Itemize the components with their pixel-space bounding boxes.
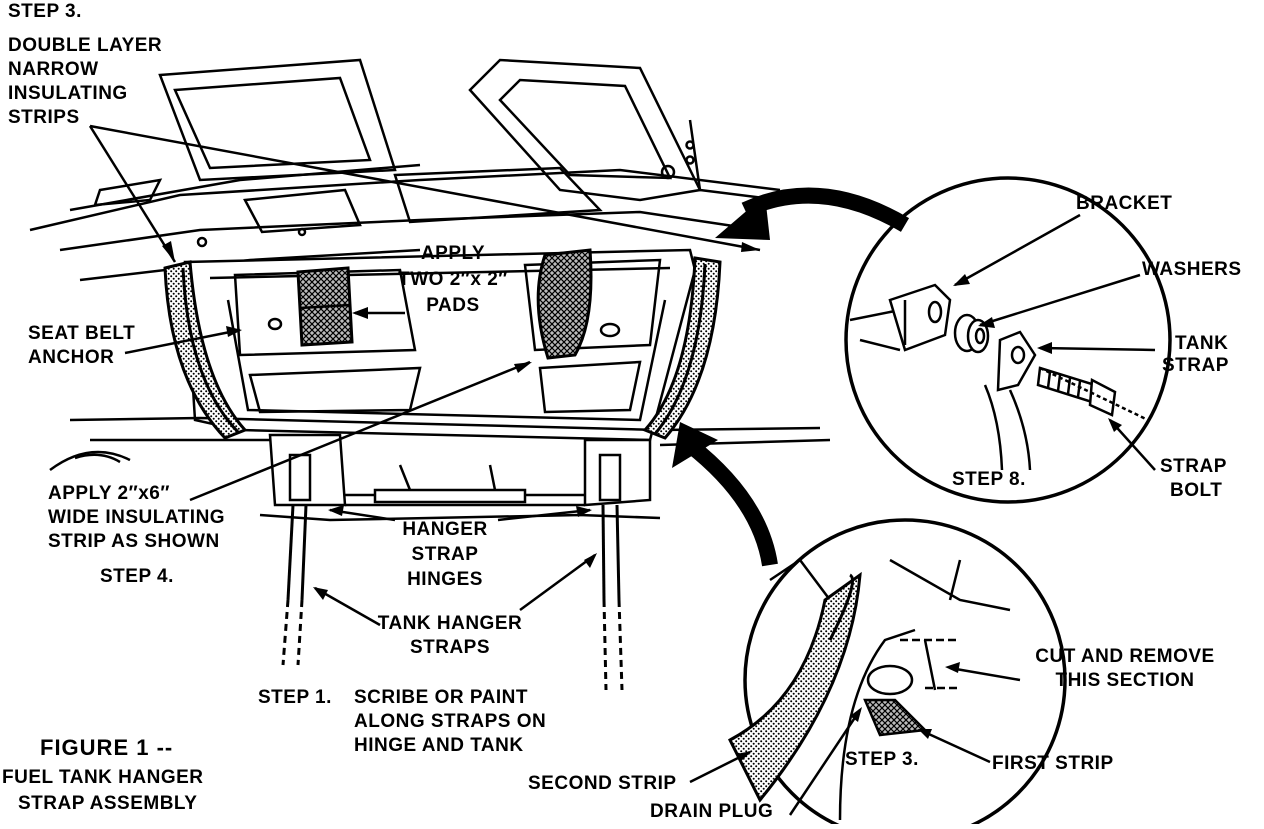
label-hanger-2: STRAP: [411, 544, 479, 565]
curved-arrow-to-step3: [672, 422, 778, 567]
label-double-layer-2: NARROW: [8, 59, 99, 80]
label-washers: WASHERS: [1142, 259, 1242, 280]
label-bracket: BRACKET: [1076, 193, 1173, 214]
hanger-strap-hinges: [259, 433, 661, 522]
curved-arrow-to-step8: [715, 187, 910, 240]
label-apply-strip-1: APPLY 2″x6″: [48, 483, 170, 504]
figure-title: FIGURE 1 --: [40, 735, 174, 760]
label-apply-pads-2: TWO 2″x 2″: [398, 269, 508, 290]
insulating-pad-left: [296, 266, 354, 347]
label-double-layer-4: STRIPS: [8, 107, 80, 128]
label-strap-bolt-1: STRAP: [1160, 456, 1227, 477]
label-scribe-2: ALONG STRAPS ON: [354, 711, 547, 732]
label-second-strip: SECOND STRIP: [528, 773, 677, 794]
label-step8: STEP 8.: [952, 469, 1026, 490]
label-hanger-1: HANGER: [402, 519, 488, 540]
leader-lines: [88, 124, 1156, 816]
label-scribe-3: HINGE AND TANK: [354, 735, 524, 756]
label-tank-strap-2: STRAP: [1162, 355, 1229, 376]
label-cut-1: CUT AND REMOVE: [1035, 646, 1215, 667]
label-step4: STEP 4.: [100, 566, 174, 587]
label-seat-belt-2: ANCHOR: [28, 347, 115, 368]
label-step3-detail: STEP 3.: [845, 749, 919, 770]
label-drain-plug: DRAIN PLUG: [650, 801, 774, 822]
label-hanger-3: HINGES: [407, 569, 483, 590]
detail-circle-step3: [728, 518, 1067, 829]
label-apply-strip-3: STRIP AS SHOWN: [48, 531, 220, 552]
label-tank-hanger-2: STRAPS: [409, 637, 491, 658]
label-seat-belt-1: SEAT BELT: [28, 323, 136, 344]
insulating-pad-center: [536, 248, 593, 360]
detail-circle-step8: [844, 176, 1172, 504]
double-layer-insulating-strip-right: [642, 256, 722, 440]
label-tank-hanger-1: TANK HANGER: [377, 613, 523, 634]
vehicle-body-structure: [29, 58, 781, 282]
double-layer-insulating-strip-left: [163, 260, 248, 440]
label-first-strip: FIRST STRIP: [992, 753, 1114, 774]
label-step3-top: STEP 3.: [8, 1, 82, 22]
tank-hanger-straps: [281, 504, 624, 691]
label-cut-2: THIS SECTION: [1055, 670, 1195, 691]
label-double-layer-3: INSULATING: [8, 83, 128, 104]
label-apply-strip-2: WIDE INSULATING: [48, 507, 226, 528]
figure-subtitle-2: STRAP ASSEMBLY: [18, 793, 198, 814]
label-double-layer-1: DOUBLE LAYER: [8, 35, 163, 56]
label-step1: STEP 1.: [258, 687, 332, 708]
arrowheads: [162, 241, 1122, 762]
label-strap-bolt-2: BOLT: [1170, 480, 1223, 501]
label-apply-pads-1: APPLY: [420, 243, 486, 264]
label-apply-pads-3: PADS: [426, 295, 480, 316]
label-scribe-1: SCRIBE OR PAINT: [354, 687, 528, 708]
label-tank-strap-1: TANK: [1175, 333, 1229, 354]
figure-subtitle-1: FUEL TANK HANGER: [2, 767, 204, 788]
